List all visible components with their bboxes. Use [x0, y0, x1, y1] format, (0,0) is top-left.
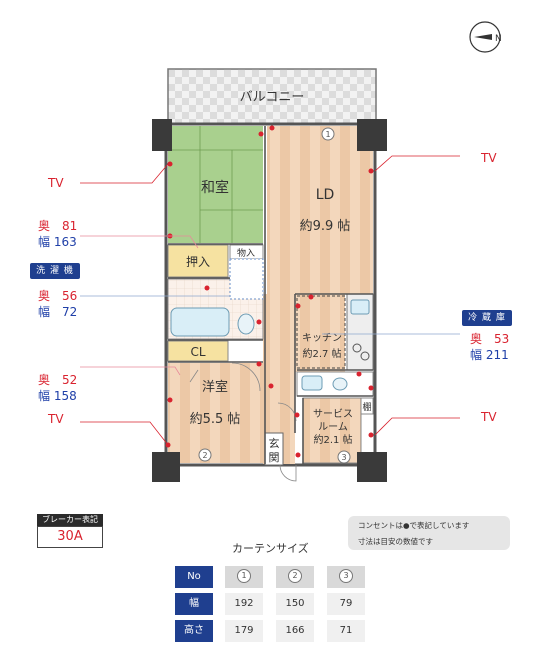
tv-label-left-top: TV	[48, 176, 64, 190]
curtain-width-1: 192	[225, 593, 263, 615]
washer-tag: 洗 濯 機	[30, 263, 80, 279]
column-bl	[152, 452, 180, 482]
window-marker-1: 1	[321, 127, 335, 141]
breaker-title: ブレーカー表記	[37, 514, 103, 526]
svg-text:2: 2	[202, 451, 207, 460]
service-room-label-2: ルーム	[318, 421, 348, 433]
tv-label-right-top: TV	[481, 151, 497, 165]
washer-width: 幅 72	[38, 305, 78, 319]
yoshitsu-label: 洋室	[202, 379, 228, 395]
curtain-height-2: 166	[276, 620, 314, 642]
svg-text:3: 3	[341, 453, 346, 462]
svg-text:1: 1	[325, 130, 330, 139]
column-tr	[357, 119, 387, 151]
ld	[267, 126, 373, 294]
balcony	[167, 68, 377, 125]
compass-icon: N	[469, 21, 502, 53]
kitchen	[296, 295, 346, 369]
breaker-value: 30A	[37, 526, 103, 548]
compass: N	[466, 20, 504, 54]
curtain-title: カーテンサイズ	[232, 542, 309, 555]
compass-label: N	[495, 34, 502, 44]
washitsu-label: 和室	[201, 179, 229, 196]
curtain-row-height-label: 高さ	[175, 620, 213, 642]
fridge-width: 幅 211	[470, 348, 509, 362]
curtain-header-1: 1	[225, 566, 263, 588]
curtain-height-3: 71	[327, 620, 365, 642]
washitsu	[168, 126, 263, 243]
service-room-size: 約2.1 帖	[313, 433, 352, 446]
fridge-depth: 奥 53	[470, 332, 510, 346]
washer-depth: 奥 56	[38, 289, 78, 303]
service-room-label-1: サービス	[313, 408, 353, 420]
genkan-label-2: 関	[269, 451, 280, 464]
outlet-markers	[165, 125, 374, 458]
curtain-height-1: 179	[225, 620, 263, 642]
kitchen-size: 約2.7 帖	[302, 347, 341, 360]
stove-icon	[352, 343, 362, 353]
oshiire-depth: 奥 81	[38, 219, 78, 233]
window-marker-2: 2	[198, 448, 212, 462]
curtain-header-no: No	[175, 566, 213, 588]
curtain-width-2: 150	[276, 593, 314, 615]
curtain-row-width-label: 幅	[175, 593, 213, 615]
cl-depth: 奥 52	[38, 373, 78, 387]
column-br	[357, 452, 387, 482]
ld-label: LD	[316, 187, 335, 203]
service-room	[302, 397, 362, 464]
yoshitsu-size: 約5.5 帖	[190, 412, 241, 427]
ld-size: 約9.9 帖	[300, 219, 351, 234]
note-line-2: 寸法は目安の数値です	[358, 537, 433, 546]
oshiire-width: 幅 163	[38, 235, 77, 249]
genkan-label-1: 玄	[269, 436, 280, 450]
monoire-label: 物入	[237, 247, 255, 259]
oshiire	[167, 244, 229, 278]
fridge-tag: 冷 蔵 庫	[462, 310, 512, 326]
balcony-label: バルコニー	[240, 90, 305, 105]
outlet-note: コンセントは●で表記しています 寸法は目安の数値です	[348, 516, 510, 550]
closet	[167, 340, 229, 362]
tv-label-right-bottom: TV	[481, 410, 497, 424]
note-line-1: コンセントは●で表記しています	[358, 521, 470, 530]
oshiire-label: 押入	[186, 255, 210, 269]
floor-plan: バルコニー 和室 LD 約9.9 帖 押入 物入 CL 洋室 約5.5 帖 キッ…	[80, 68, 460, 482]
sink-icon	[350, 299, 370, 315]
bathtub	[170, 307, 230, 337]
cl-width: 幅 158	[38, 389, 77, 403]
curtain-width-3: 79	[327, 593, 365, 615]
kitchen-label: キッチン	[302, 332, 342, 344]
window-marker-3: 3	[337, 450, 351, 464]
toilet	[237, 313, 255, 335]
tv-label-left-bottom: TV	[48, 412, 64, 426]
column-tl	[152, 119, 172, 151]
cl-label: CL	[190, 345, 205, 359]
curtain-header-3: 3	[327, 566, 365, 588]
tana-label: 棚	[362, 401, 371, 413]
curtain-header-2: 2	[276, 566, 314, 588]
yoshitsu	[168, 363, 263, 463]
tana	[360, 397, 374, 415]
